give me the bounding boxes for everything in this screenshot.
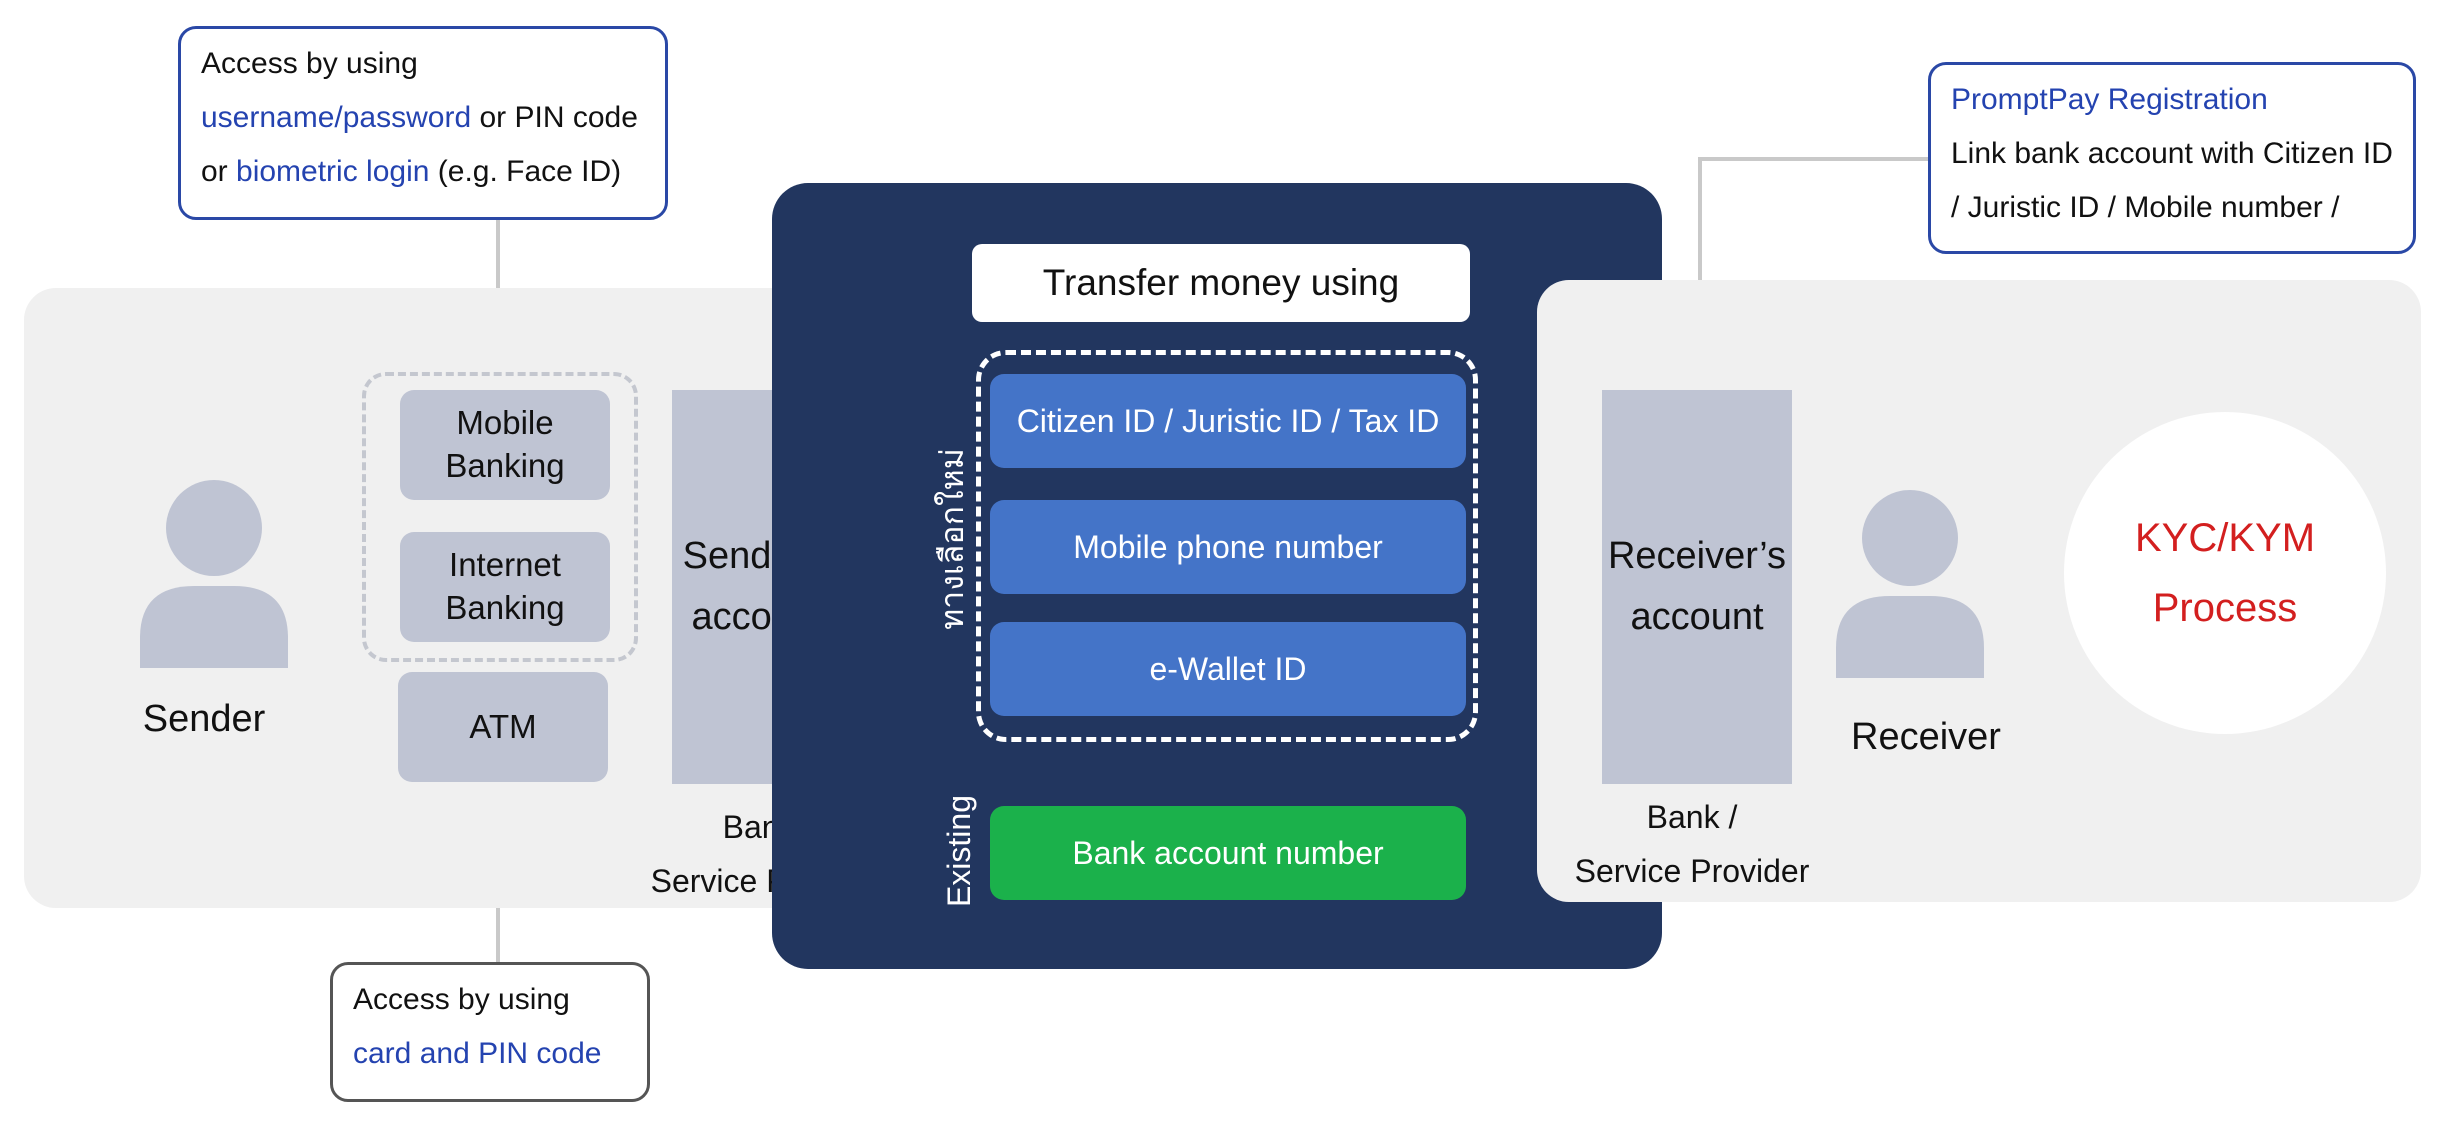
internet-banking-box: Internet Banking	[400, 532, 610, 642]
digital-channels-group	[362, 372, 638, 662]
method-citizen-id: Citizen ID / Juristic ID / Tax ID	[990, 374, 1466, 468]
receiver-provider-label: Bank / Service Provider	[1572, 790, 1812, 899]
callout-digital-line3-rest: (e.g. Face ID)	[429, 155, 622, 188]
promptpay-line3: / Juristic ID / Mobile number /	[1951, 191, 2340, 224]
callout-atm-line1: Access by using	[353, 983, 570, 1016]
biometric-login-link: biometric login	[236, 155, 430, 188]
callout-digital-access: Access by using username/password or PIN…	[178, 26, 668, 220]
new-options-label: ทางเลือกใหม่	[934, 448, 970, 630]
receiver-provider-line1: Bank /	[1646, 799, 1738, 835]
sender-label: Sender	[142, 698, 266, 740]
promptpay-title: PromptPay Registration	[1951, 83, 2268, 116]
callout-promptpay: PromptPay Registration Link bank account…	[1928, 62, 2416, 254]
method-mobile-phone: Mobile phone number	[990, 500, 1466, 594]
receiver-label: Receiver	[1851, 716, 2001, 758]
mobile-banking-box: Mobile Banking	[400, 390, 610, 500]
callout-digital-line2: username/password or PIN code	[201, 91, 665, 145]
method-e-wallet: e-Wallet ID	[990, 622, 1466, 716]
kyc-kym-process: KYC/KYM Process	[2064, 412, 2386, 734]
callout-digital-line3-pre: or	[201, 155, 237, 188]
receiver-provider-line2: Service Provider	[1574, 853, 1810, 890]
transfer-title: Transfer money using	[972, 244, 1470, 322]
callout-digital-line1: Access by using	[201, 47, 418, 80]
promptpay-line2: Link bank account with Citizen ID	[1951, 137, 2393, 170]
receiver-account-box: Receiver’s account	[1602, 390, 1792, 784]
receiver-person-icon	[1830, 488, 1990, 678]
new-options-group	[976, 350, 1478, 742]
kyc-line2: Process	[2152, 586, 2298, 630]
kyc-line1: KYC/KYM	[2134, 516, 2316, 560]
connector-right-horizontal	[1698, 157, 1932, 161]
card-pin-link: card and PIN code	[353, 1037, 602, 1070]
connector-right-vertical	[1698, 157, 1702, 389]
receiver-account-line2: account	[1630, 596, 1764, 638]
method-bank-account: Bank account number	[990, 806, 1466, 900]
receiver-account-line1: Receiver’s	[1607, 535, 1787, 578]
sender-person-icon	[134, 478, 294, 668]
existing-label: Existing	[941, 794, 977, 908]
callout-atm-access: Access by using card and PIN code	[330, 962, 650, 1102]
username-password-link: username/password	[201, 101, 472, 134]
callout-digital-line3: or biometric login (e.g. Face ID)	[201, 145, 665, 199]
callout-digital-line2-rest: or PIN code	[471, 101, 638, 134]
atm-box: ATM	[398, 672, 608, 782]
